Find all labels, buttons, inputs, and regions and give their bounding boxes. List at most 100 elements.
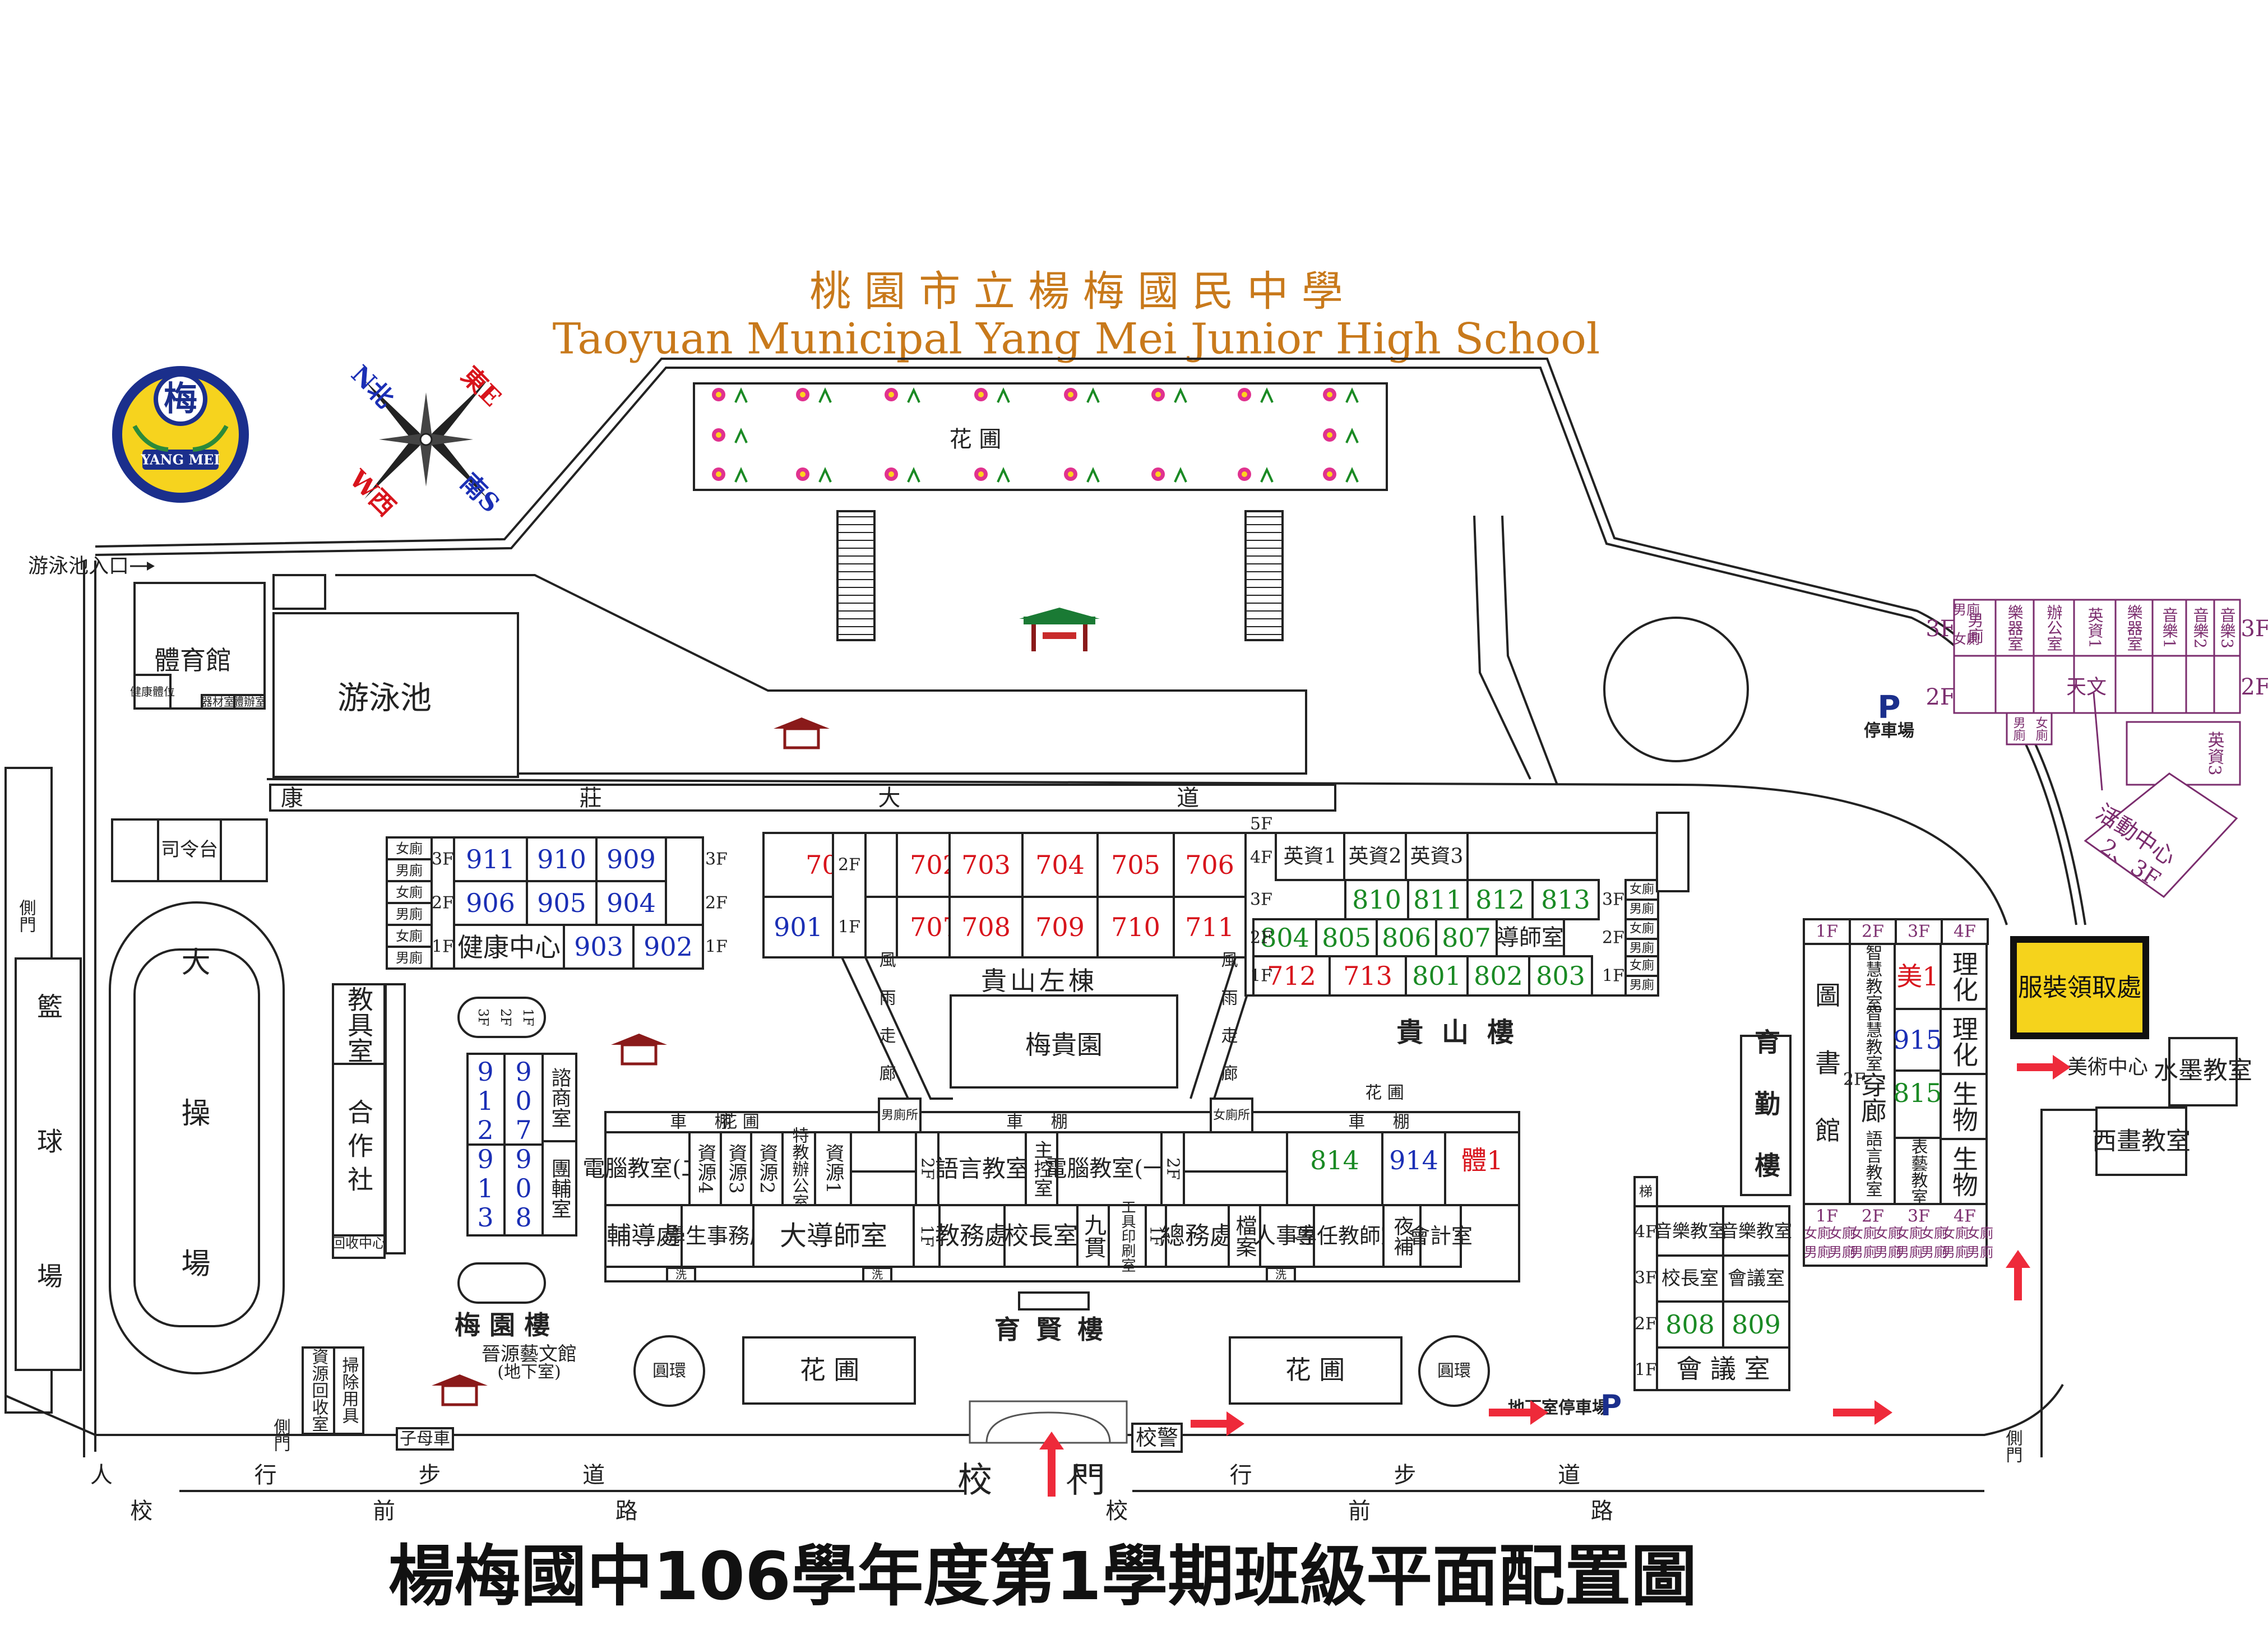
class-809-label: 809: [1732, 1309, 1781, 1340]
toilet-pair: [1210, 1098, 1253, 1133]
toilet-pair-label: 女廁所: [1213, 1109, 1250, 1123]
mentor-room-label: 導師室: [1497, 925, 1564, 951]
classroom-803: [1528, 955, 1593, 997]
class-909-label: 909: [607, 844, 656, 874]
library-label: 圖 書 館: [1811, 981, 1841, 1159]
toilet-male-label: 男廁: [396, 863, 423, 878]
ink-room: [2168, 1037, 2238, 1106]
top-garden-label: 花 圃: [950, 427, 1002, 452]
logo-text: YANG MEI: [140, 452, 220, 468]
road-right-label: 校 前 路: [1105, 1498, 1719, 1524]
science-room: [1940, 1073, 1988, 1140]
mentor-room: [1496, 918, 1565, 957]
toilet-male-label: 男廁: [396, 906, 423, 922]
floor-header: [1803, 918, 1851, 945]
classroom-710: [1096, 896, 1175, 958]
gym-annex: [272, 574, 326, 610]
purple-room-label: 辦公室: [2045, 604, 2063, 651]
room-cell: [938, 1204, 1006, 1268]
class-美1-label: 美1: [1896, 961, 1938, 992]
floor-label: 1F: [705, 937, 728, 957]
toilet-male-label: 男廁: [1850, 1244, 1877, 1260]
meiyuan-building-label: 梅 園 樓: [455, 1310, 550, 1340]
activity-center: [2084, 772, 2238, 898]
class-digit: 1: [477, 1173, 493, 1203]
classroom-809: [1722, 1300, 1790, 1349]
pool-label: 游泳池: [337, 680, 432, 717]
purple-room-label: 樂器室: [2125, 604, 2144, 651]
flower-icon: [1323, 387, 1359, 403]
roundabout-right-label: 圓環: [1437, 1362, 1471, 1381]
room-cell: [752, 1204, 915, 1268]
pool-entrance-label: 游泳池入口: [28, 555, 129, 578]
class-815-label: 815: [1893, 1078, 1942, 1108]
music-room-label: 音樂教室: [1720, 1220, 1792, 1242]
floor-label: 2F: [1250, 928, 1272, 948]
yuqin-label: 育 勤 樓: [1751, 1029, 1781, 1191]
classroom-712: [1252, 955, 1331, 997]
recycle-room: [302, 1346, 335, 1435]
room-label: 人事室: [1253, 1223, 1321, 1249]
floor-label: 2F: [1843, 1070, 1866, 1090]
class-911-label: 911: [466, 844, 515, 874]
english-room: [1405, 832, 1469, 881]
purple-room-label: 音樂1: [2160, 607, 2179, 649]
flower-icon: [1064, 387, 1100, 403]
class-906-label: 906: [466, 888, 515, 918]
toilet-male-label: 男廁: [1920, 1244, 1947, 1260]
meigui-garden: [950, 994, 1178, 1089]
room-cell: [604, 1204, 683, 1268]
logo-char: 梅: [164, 379, 197, 419]
gym-sub1-label: 健康體位: [130, 685, 175, 698]
stairs-east: [1656, 812, 1690, 892]
room-label: 輔導處: [607, 1222, 681, 1251]
purple-room: [2151, 599, 2187, 657]
classroom-cell: [1444, 1131, 1520, 1206]
car-shed-label: 車 棚: [1006, 1113, 1079, 1132]
floor-label: 3F: [1602, 890, 1624, 910]
science-room: [1940, 1138, 1988, 1205]
class-813-label: 813: [1541, 885, 1590, 915]
room-label: 語言教室: [1863, 1130, 1883, 1197]
flower-icon: [1323, 467, 1359, 483]
floor-label: 2F: [838, 855, 860, 875]
parent-car-area: [396, 1427, 454, 1451]
car-shed-label: 車 棚: [1348, 1113, 1421, 1132]
toilet-female-label: 女廁: [396, 928, 423, 944]
flower-icon: [1064, 467, 1100, 483]
floor-label: 3F: [1926, 616, 1955, 642]
flower-icon: [1323, 428, 1359, 443]
toilet-male-label: 男廁: [1966, 1244, 1993, 1260]
wash-label: 洗: [675, 1268, 687, 1281]
guard-label: 校警: [1136, 1425, 1178, 1450]
purple-room-label: 音樂2: [2191, 607, 2210, 649]
principal-room-label: 校長室: [1661, 1267, 1719, 1290]
class-digit: 7: [515, 1115, 531, 1145]
road-left-label: 校 前 路: [130, 1498, 744, 1524]
corridor-left-label: 風 雨 走 廊: [876, 951, 896, 1090]
stairs-label: 梯: [1639, 1184, 1653, 1200]
room-cell: [1076, 1204, 1110, 1268]
class-903-label: 903: [574, 932, 623, 962]
class-915-label: 915: [1893, 1025, 1942, 1055]
floor-label: 3F: [1908, 1207, 1930, 1226]
side-gate-west-label: 側門: [16, 899, 36, 933]
track-label: 大 操 場: [176, 947, 210, 1333]
corridor-right: [1189, 957, 1237, 1099]
room-label: 檔案: [1232, 1215, 1257, 1257]
class-digit: 9: [477, 1057, 493, 1087]
gym-label: 體育館: [154, 645, 232, 675]
avenue-band: [269, 784, 1336, 812]
guide-room: [541, 1140, 577, 1237]
toilet-male-label: 男廁: [1804, 1244, 1831, 1260]
flower-icon: [885, 467, 920, 483]
command-stage-label: 司令台: [161, 839, 218, 861]
room-cell: [1145, 1204, 1167, 1268]
class-digit: 0: [515, 1086, 531, 1116]
classroom-807: [1435, 918, 1498, 957]
science-room-label: 理化: [1948, 1016, 1979, 1067]
floor-label: 1F: [520, 1008, 536, 1026]
room-cell: [1382, 1204, 1422, 1268]
class-807-label: 807: [1442, 923, 1491, 953]
english-room-label: 英資2: [1349, 845, 1402, 868]
